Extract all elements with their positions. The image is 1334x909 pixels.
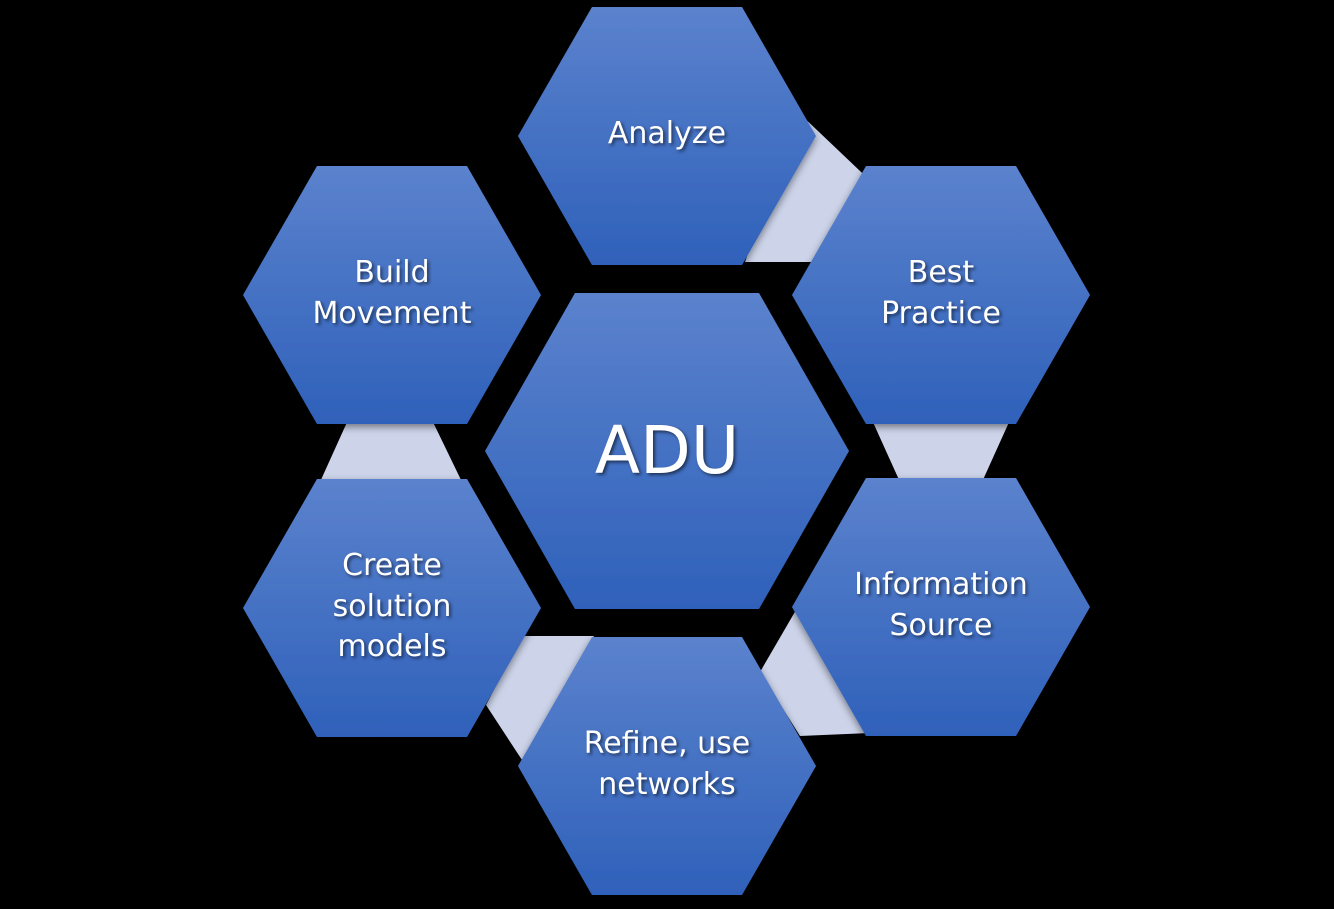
- hex-label-create-solution-models[interactable]: Create solution models: [332, 547, 452, 665]
- hexagons-layer: [243, 7, 1090, 895]
- connector-create-build-movement: [320, 420, 462, 482]
- connector-best-practice-information-source: [872, 420, 1010, 482]
- connector-refine-create-solution: [486, 636, 594, 760]
- hexagon-information-source[interactable]: [792, 478, 1090, 736]
- hexagon-analyze[interactable]: [518, 7, 816, 265]
- hex-label-adu[interactable]: ADU: [594, 411, 740, 489]
- hex-label-build-movement[interactable]: Build Movement: [312, 255, 472, 331]
- hex-label-information-source[interactable]: Information Source: [854, 567, 1028, 643]
- hexagon-best-practice[interactable]: [792, 166, 1090, 424]
- hexagon-refine-use-networks[interactable]: [518, 637, 816, 895]
- hex-label-refine-use-networks[interactable]: Refine, use networks: [583, 726, 751, 802]
- hex-label-analyze[interactable]: Analyze: [607, 115, 727, 151]
- hexagon-create-solution-models[interactable]: [243, 479, 541, 737]
- hexagon-build-movement[interactable]: [243, 166, 541, 424]
- hex-label-best-practice[interactable]: Best Practice: [881, 255, 1001, 331]
- connector-information-source-refine: [760, 610, 870, 736]
- hexagon-adu[interactable]: [485, 293, 849, 609]
